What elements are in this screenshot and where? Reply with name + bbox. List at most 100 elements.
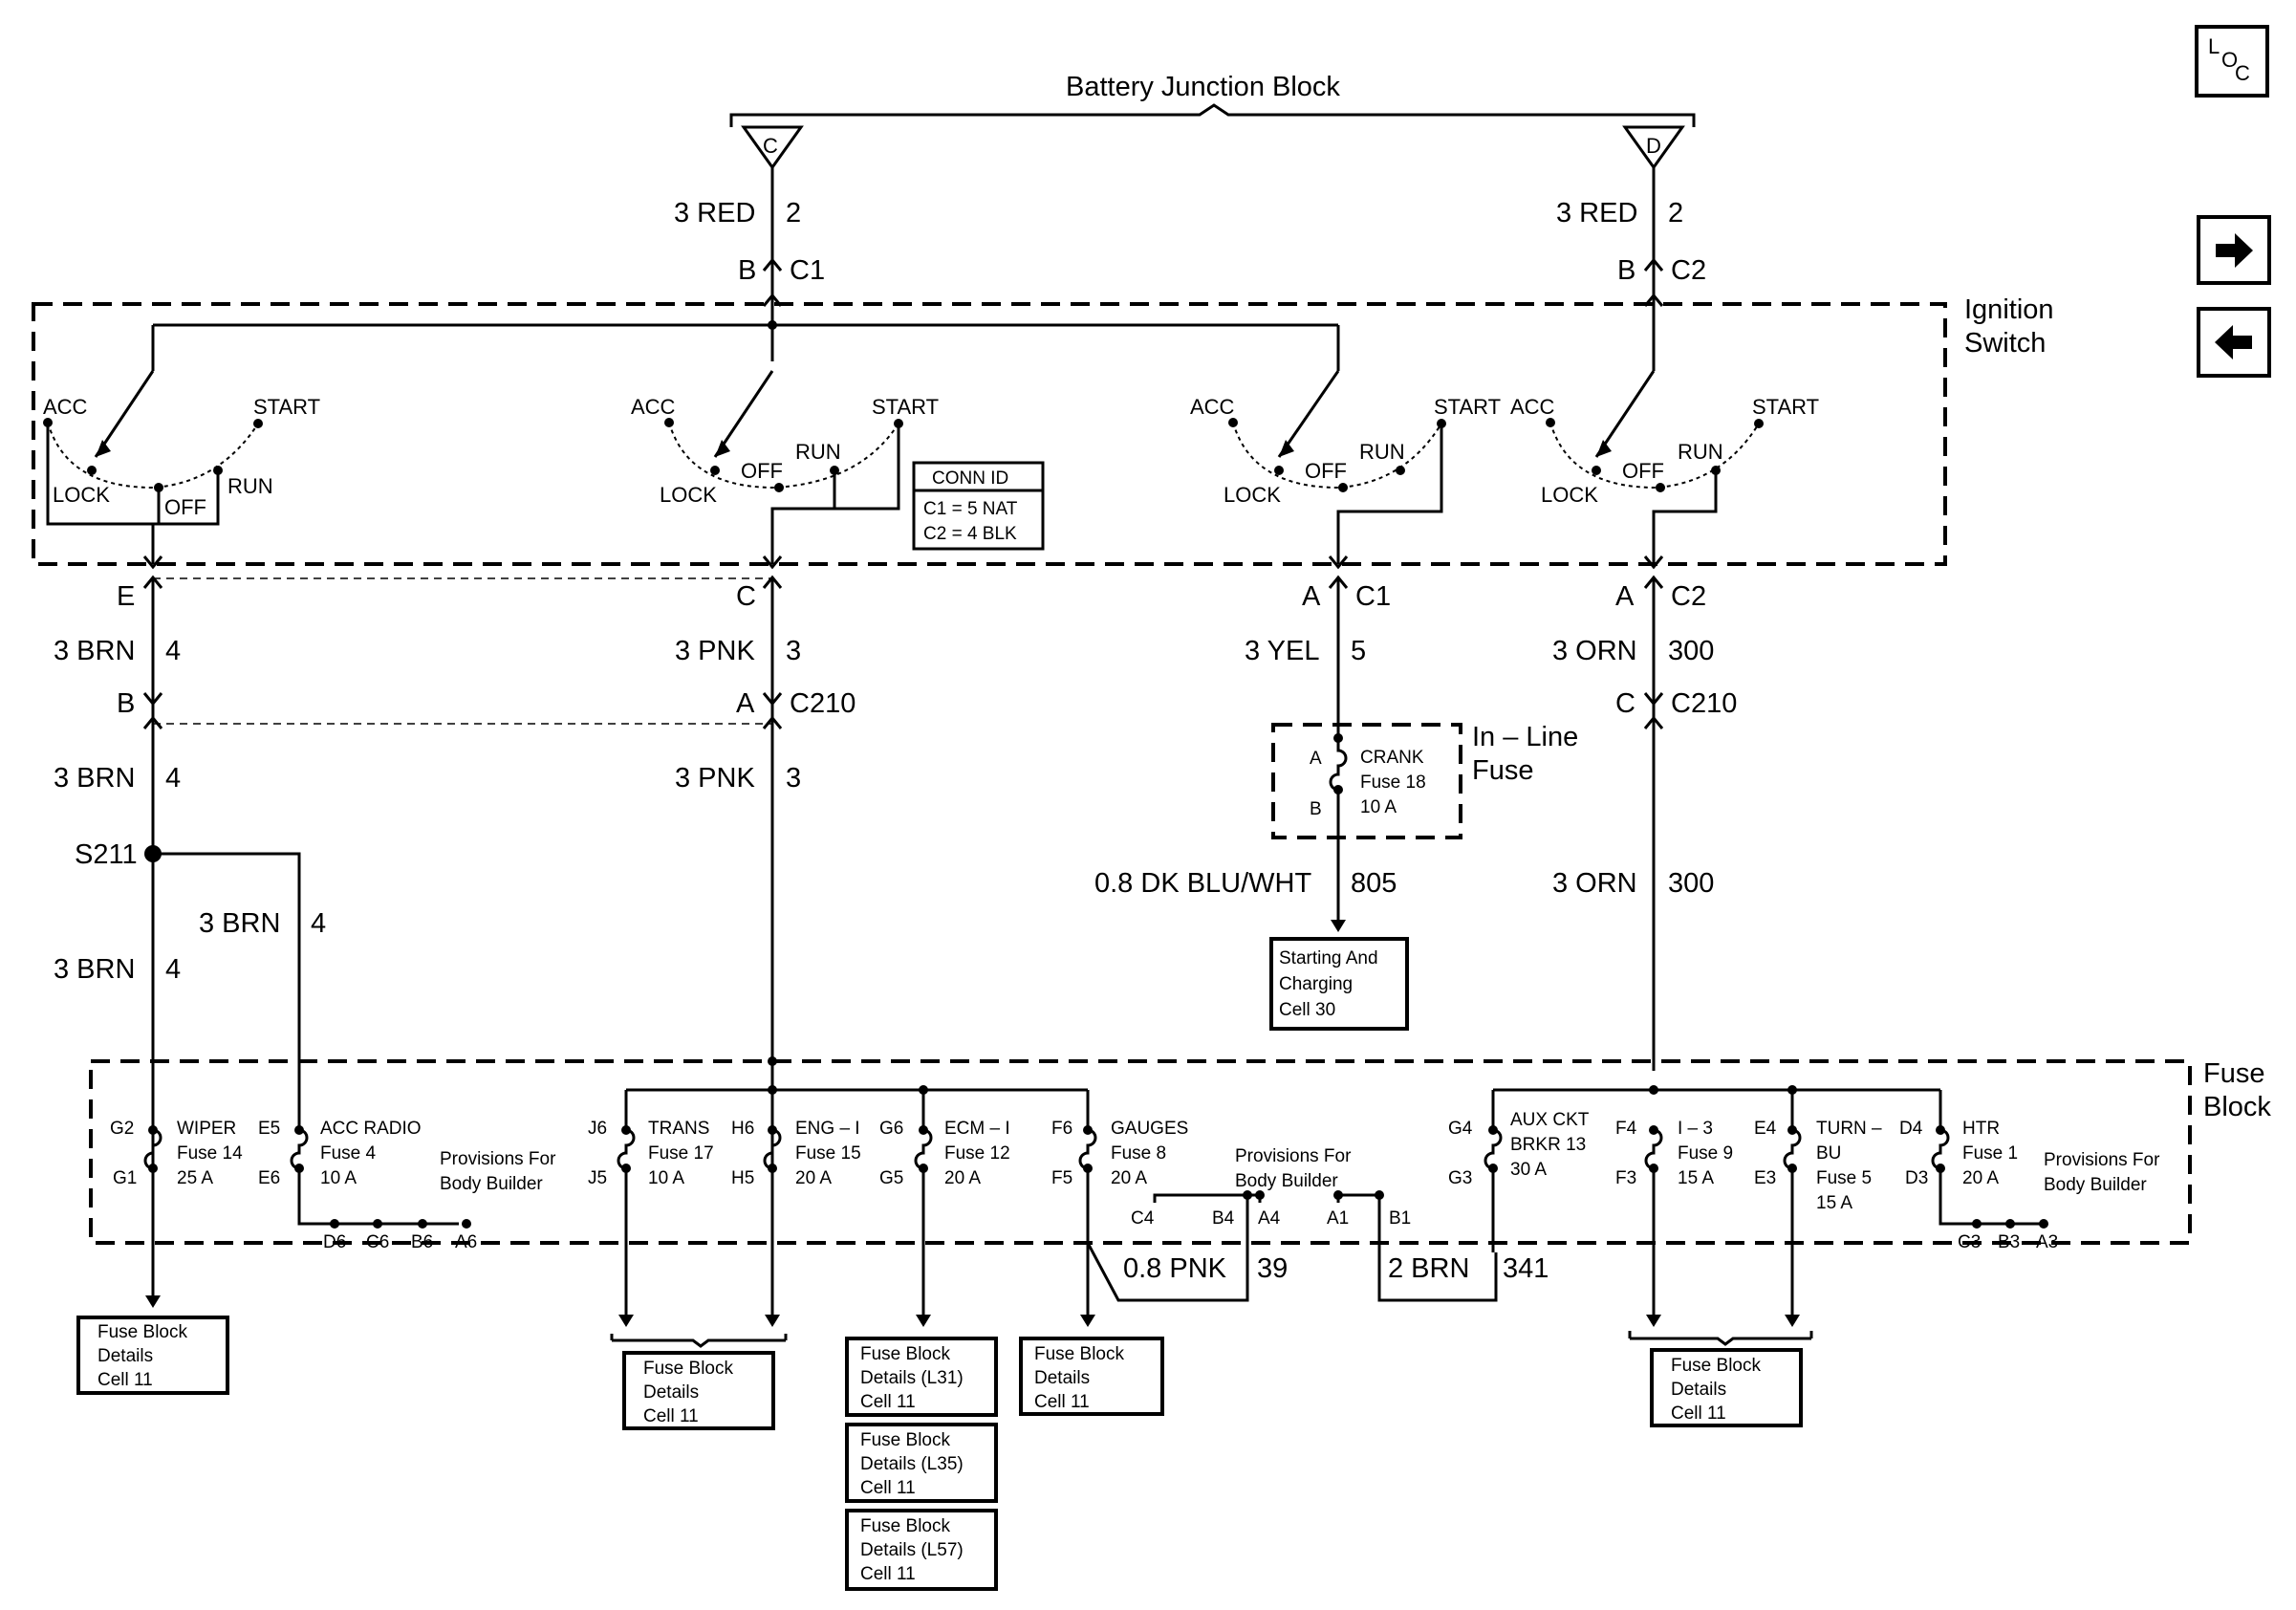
pin-a4: A4 (1258, 1208, 1281, 1229)
svg-text:Cell 11: Cell 11 (1671, 1403, 1726, 1424)
wire-brn-ckt-1: 4 (165, 636, 181, 666)
svg-text:F6: F6 (1051, 1119, 1072, 1139)
back-arrow-icon[interactable] (2197, 307, 2271, 378)
wire-yel-label: 3 YEL (1245, 636, 1319, 666)
inline-fuse-b: B (1310, 799, 1322, 819)
pin-b6: B6 (411, 1232, 433, 1252)
sw2-lock: LOCK (660, 483, 717, 507)
svg-text:E3: E3 (1754, 1168, 1776, 1188)
pin-a3: A3 (2036, 1232, 2058, 1252)
sw3-off: OFF (1305, 459, 1347, 483)
svg-text:Details: Details (97, 1346, 153, 1366)
conn-id-title: CONN ID (932, 468, 1008, 489)
arrow-to-starting (1331, 920, 1346, 932)
sw3-start: START (1434, 395, 1501, 419)
provisions-3-line1: Provisions For (2044, 1150, 2160, 1170)
trans-eng-bracket (610, 1334, 788, 1348)
svg-text:Details: Details (1671, 1380, 1726, 1400)
pin-d6: D6 (323, 1232, 346, 1252)
detail-box-trans-eng: Fuse Block Details Cell 11 (622, 1351, 775, 1430)
sw2-acc: ACC (631, 395, 676, 419)
fuse-block-title-2: Block (2203, 1092, 2271, 1122)
inline-fuse-title-2: Fuse (1472, 755, 1533, 786)
wire-dkblu-ckt: 805 (1351, 868, 1397, 899)
provisions-2-line1: Provisions For (1235, 1146, 1352, 1166)
wire-brn-label-1: 3 BRN (54, 636, 135, 666)
pin-b3: B3 (1998, 1232, 2020, 1252)
starting-line-1: Starting And (1279, 948, 1378, 968)
wire-red-left-ckt: 2 (786, 198, 801, 228)
wire-orn-label-2: 3 ORN (1552, 868, 1637, 899)
wire-red-left-label: 3 RED (674, 198, 755, 228)
svg-text:F4: F4 (1615, 1119, 1637, 1139)
sw1-start: START (253, 395, 320, 419)
svg-text:20 A: 20 A (1962, 1168, 1999, 1188)
wire-pnk-label-1: 3 PNK (675, 636, 755, 666)
connector-c1-top: C1 (790, 255, 825, 286)
connector-a-orn: A (1615, 581, 1635, 612)
inline-fuse-element (1329, 736, 1348, 927)
connector-b-right: B (1617, 255, 1635, 286)
provisions-2-line2: Body Builder (1235, 1171, 1338, 1191)
next-arrow-icon[interactable] (2197, 215, 2271, 285)
ignition-common-bus (151, 306, 1340, 371)
sw1-run: RUN (227, 474, 273, 498)
svg-text:G5: G5 (879, 1168, 903, 1188)
detail-box-l57: Fuse Block Details (L57) Cell 11 (845, 1509, 998, 1591)
svg-text:BRKR 13: BRKR 13 (1510, 1135, 1586, 1155)
sw3-lock: LOCK (1224, 483, 1281, 507)
detail-box-l35: Fuse Block Details (L35) Cell 11 (845, 1423, 998, 1503)
wire-brn2-label: 2 BRN (1388, 1253, 1469, 1284)
svg-text:F5: F5 (1051, 1168, 1072, 1188)
wire-brn-label-3: 3 BRN (199, 908, 280, 939)
svg-text:WIPER: WIPER (177, 1119, 236, 1139)
connector-c-orn: C (1615, 688, 1635, 719)
svg-text:20 A: 20 A (1111, 1168, 1147, 1188)
svg-text:Cell 11: Cell 11 (860, 1564, 916, 1584)
svg-text:ECM – I: ECM – I (944, 1119, 1010, 1139)
connector-a-pnk: A (736, 688, 755, 719)
starting-line-2: Charging (1279, 974, 1353, 994)
wire-brn-ckt-2: 4 (165, 763, 181, 794)
svg-text:Fuse Block: Fuse Block (643, 1359, 733, 1379)
conn-id-c1: C1 = 5 NAT (923, 499, 1018, 519)
connector-c-mid: C (736, 581, 756, 612)
provisions-1-line1: Provisions For (440, 1149, 556, 1169)
inline-fuse-node-a (1333, 733, 1343, 743)
wire-brn-ckt-3: 4 (311, 908, 326, 939)
svg-text:Cell 11: Cell 11 (1034, 1392, 1090, 1412)
loc-icon[interactable]: L O C (2195, 25, 2269, 98)
svg-text:Fuse 17: Fuse 17 (648, 1143, 714, 1164)
c210-chevrons (142, 715, 1664, 729)
fuse-i-3: F4 F3 I – 3 Fuse 9 15 A (1615, 1119, 1733, 1188)
svg-text:10 A: 10 A (648, 1168, 684, 1188)
wire-pnk-ckt-2: 3 (786, 763, 801, 794)
svg-text:Fuse Block: Fuse Block (860, 1430, 950, 1450)
fuse-acc-radio: E5 E6 ACC RADIO Fuse 4 10 A (258, 1119, 422, 1188)
svg-text:Details: Details (1034, 1368, 1090, 1388)
fuse-trans: J6 J5 TRANS Fuse 17 10 A (588, 1119, 714, 1188)
starting-charging-box (1269, 937, 1409, 1031)
pin-b4: B4 (1212, 1208, 1235, 1229)
pnk-bus-dot-2 (919, 1085, 928, 1095)
terminal-d-triangle (1622, 125, 1685, 170)
c210-arrows (142, 692, 1664, 707)
svg-text:Fuse 1: Fuse 1 (1962, 1143, 2018, 1164)
battery-junction-bracket (729, 103, 1696, 127)
svg-text:Fuse Block: Fuse Block (860, 1516, 950, 1536)
connector-c1-low: C1 (1355, 581, 1391, 612)
svg-text:Cell 11: Cell 11 (643, 1406, 699, 1426)
svg-text:G2: G2 (110, 1119, 134, 1139)
svg-text:D4: D4 (1899, 1119, 1923, 1139)
svg-text:10 A: 10 A (320, 1168, 357, 1188)
svg-text:E6: E6 (258, 1168, 280, 1188)
svg-text:G4: G4 (1448, 1119, 1473, 1139)
svg-text:Fuse 5: Fuse 5 (1816, 1168, 1872, 1188)
battery-junction-title: Battery Junction Block (1066, 72, 1340, 102)
orn-bus (1491, 1088, 1942, 1130)
svg-text:J6: J6 (588, 1119, 607, 1139)
sw3-acc: ACC (1190, 395, 1235, 419)
svg-text:TRANS: TRANS (648, 1119, 709, 1139)
sw4-start: START (1752, 395, 1819, 419)
